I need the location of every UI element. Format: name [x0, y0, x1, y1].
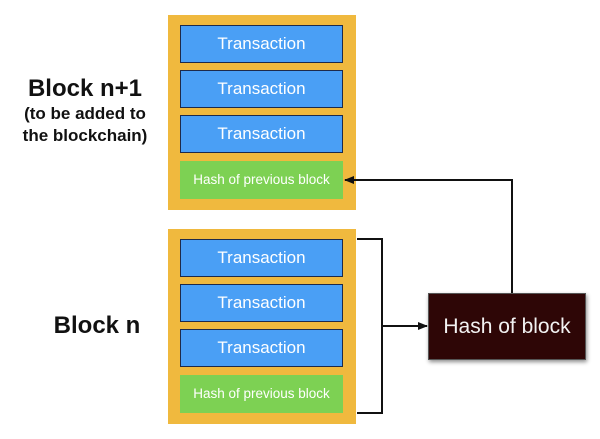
transaction: Transaction [180, 115, 343, 153]
previous-block-hash: Hash of previous block [180, 375, 343, 413]
block-n-label-group: Block n [12, 312, 182, 340]
block-n-plus-1-label-group: Block n+1 (to be added to the blockchain… [0, 75, 170, 147]
previous-block-hash: Hash of previous block [180, 161, 343, 199]
block-n-title: Block n [53, 312, 141, 339]
block-n: Transaction Transaction Transaction Hash… [168, 229, 356, 424]
transaction: Transaction [180, 239, 343, 277]
transaction: Transaction [180, 70, 343, 108]
transaction: Transaction [180, 284, 343, 322]
block-n-plus-1-title: Block n+1 [27, 75, 143, 102]
block-n-bracket [357, 238, 383, 414]
hash-to-prev-hash-arrow [344, 176, 513, 293]
hash-of-block-box: Hash of block [428, 293, 586, 360]
block-n-plus-1: Transaction Transaction Transaction Hash… [168, 15, 356, 210]
block-n-plus-1-subtitle-line2: the blockchain) [22, 126, 148, 145]
block-n-plus-1-subtitle-line1: (to be added to [24, 104, 146, 123]
transaction: Transaction [180, 25, 343, 63]
transaction: Transaction [180, 329, 343, 367]
